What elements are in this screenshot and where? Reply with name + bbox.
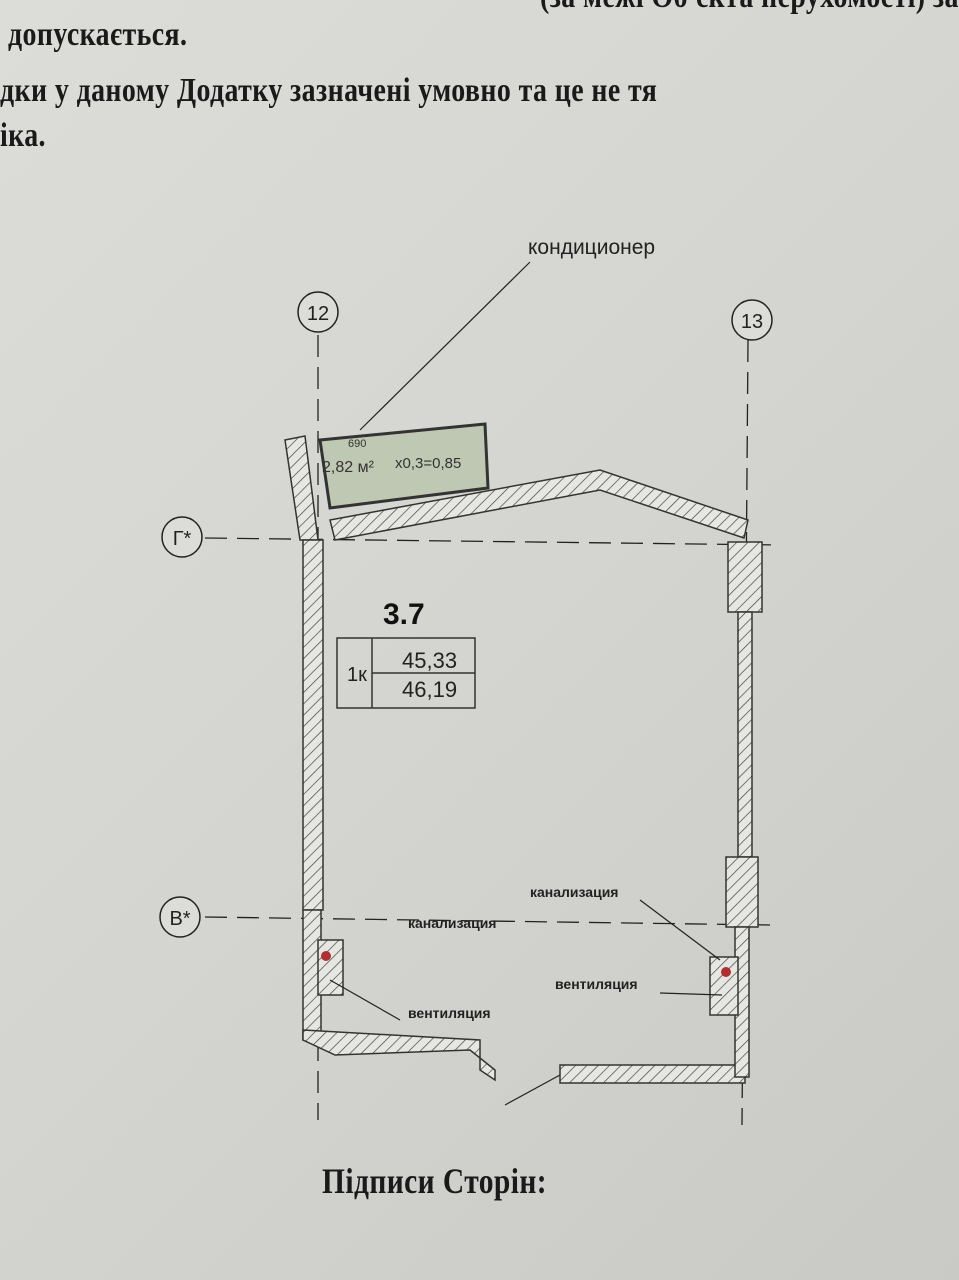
- vent-left-label: вентиляция: [408, 1005, 491, 1021]
- walls: [284, 435, 763, 1084]
- balcony-coef: х0,3=0,85: [395, 455, 461, 472]
- sewer-right-marker: [721, 967, 731, 977]
- vent-right-label: вентиляция: [555, 976, 638, 992]
- signatures-heading: Підписи Сторін:: [322, 1161, 548, 1201]
- header-line-3: дки у даному Додатку зазначені умовно та…: [0, 72, 658, 109]
- axis-v-label: В*: [169, 908, 190, 930]
- area-living: 45,33: [402, 648, 457, 673]
- axis-g-label: Г*: [173, 528, 192, 550]
- balcony: [318, 422, 490, 510]
- ac-label: кондиционер: [528, 236, 655, 259]
- axis-12-label: 12: [307, 303, 329, 325]
- axis-row-markers: [159, 516, 203, 938]
- leader-lines: [329, 261, 723, 1106]
- balcony-dim: 690: [348, 438, 366, 450]
- area-total: 46,19: [402, 677, 457, 702]
- sewer-left-label: канализация: [408, 915, 496, 931]
- header-line-1: (за межі Об'єкта нерухомості) заб: [540, 0, 959, 15]
- sewer-left-marker: [321, 951, 331, 961]
- unit-number: 3.7: [383, 598, 425, 631]
- header-line-2: допускається.: [8, 16, 188, 53]
- balcony-area: 2,82 м²: [322, 459, 375, 476]
- axis-13-marker: [731, 299, 773, 341]
- axis-13-label: 13: [741, 311, 763, 333]
- header-line-4: іка.: [0, 117, 46, 154]
- rooms-count: 1к: [347, 664, 367, 686]
- sewer-right-label: канализация: [530, 884, 618, 900]
- axis-12-marker: [297, 291, 339, 333]
